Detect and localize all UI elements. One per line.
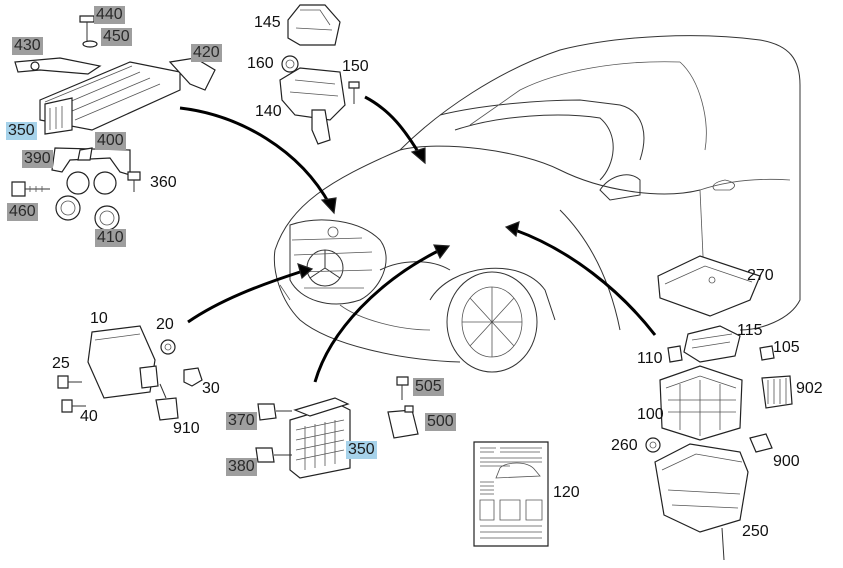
part-label-25: 25 xyxy=(52,355,70,372)
part-label-115: 115 xyxy=(737,322,763,339)
sam-control-unit-assembly xyxy=(279,4,360,145)
part-label-160: 160 xyxy=(247,55,274,72)
arrowhead-2 xyxy=(410,147,426,165)
part-label-910: 910 xyxy=(173,420,200,437)
fuse-box-assembly xyxy=(645,255,793,561)
part-label-370: 370 xyxy=(226,412,257,430)
part-label-120: 120 xyxy=(553,484,580,501)
part-label-20: 20 xyxy=(156,316,174,333)
part-label-400: 400 xyxy=(95,132,126,150)
part-label-420: 420 xyxy=(191,44,222,62)
part-label-430: 430 xyxy=(12,37,43,55)
part-label-505: 505 xyxy=(413,378,444,396)
part-label-40: 40 xyxy=(80,408,98,425)
part-label-250: 250 xyxy=(742,523,769,540)
part-label-150: 150 xyxy=(342,58,369,75)
part-label-902: 902 xyxy=(796,380,823,397)
part-label-380: 380 xyxy=(226,458,257,476)
part-label-100: 100 xyxy=(637,406,664,423)
part-label-360: 360 xyxy=(150,174,177,191)
car-outline xyxy=(273,35,801,373)
part-label-260: 260 xyxy=(611,437,638,454)
arrowhead-3 xyxy=(297,263,314,280)
part-label-390: 390 xyxy=(22,150,53,168)
part-label-270: 270 xyxy=(747,267,774,284)
part-label-110: 110 xyxy=(637,350,663,367)
part-label-900: 900 xyxy=(773,453,800,470)
part-label-105: 105 xyxy=(773,339,800,356)
part-label-145: 145 xyxy=(254,14,281,31)
arrows xyxy=(179,95,657,383)
instruction-sheet xyxy=(473,441,549,547)
part-label-450: 450 xyxy=(101,28,132,46)
engine-ecu-assembly xyxy=(255,376,419,479)
part-label-460: 460 xyxy=(7,203,38,221)
part-label-10: 10 xyxy=(90,310,108,327)
arrowhead-4 xyxy=(433,244,451,260)
part-label-350-bottom: 350 xyxy=(346,441,377,459)
arrowhead-5 xyxy=(504,221,520,238)
part-label-410: 410 xyxy=(95,229,126,247)
radar-control-unit-assembly xyxy=(57,325,203,421)
part-label-440: 440 xyxy=(94,6,125,24)
engine-control-unit-assembly xyxy=(11,15,216,231)
part-label-140: 140 xyxy=(255,103,282,120)
part-label-500: 500 xyxy=(425,413,456,431)
part-label-30: 30 xyxy=(202,380,220,397)
part-label-350-top: 350 xyxy=(6,122,37,140)
arrowhead-1 xyxy=(320,197,337,215)
